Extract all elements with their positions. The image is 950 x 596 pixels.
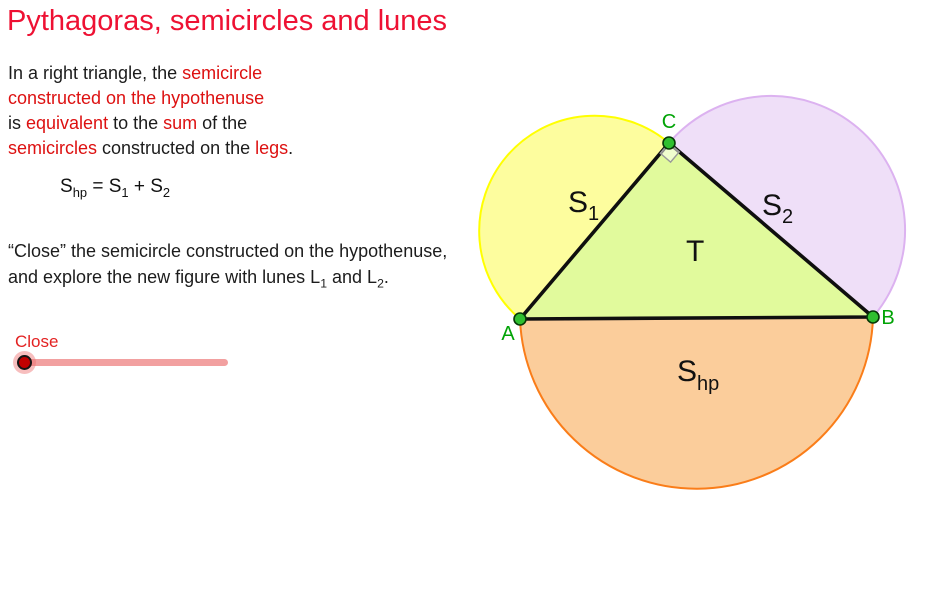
- point-label-b: B: [881, 307, 894, 329]
- close-slider-knob[interactable]: [17, 355, 32, 370]
- label-sub: hp: [697, 373, 719, 395]
- text-segment: In a right triangle, the: [8, 63, 183, 83]
- text-segment-red: equivalent: [26, 113, 109, 133]
- region-label-shp: Shp: [677, 355, 719, 395]
- formula-sub-hp: hp: [72, 184, 88, 200]
- close-slider-label: Close: [15, 332, 59, 351]
- semicircle-s2: [667, 94, 907, 319]
- formula-mid: + S: [128, 176, 163, 197]
- close-slider-track[interactable]: [18, 359, 228, 366]
- point-c[interactable]: [662, 136, 676, 150]
- formula-sub-2: 2: [162, 184, 171, 200]
- lune-sub-1: 1: [320, 276, 328, 291]
- theorem-formula: Shp = S1 + S2: [60, 176, 170, 200]
- point-label-c: C: [662, 111, 676, 133]
- theorem-text: In a right triangle, the semicircle cons…: [8, 61, 293, 161]
- formula-sub-1: 1: [121, 184, 129, 200]
- instruction-line-2: and explore the new figure with lunes L1…: [8, 264, 447, 297]
- text-segment: and L: [327, 267, 378, 287]
- text-segment: is: [8, 113, 26, 133]
- point-label-a: A: [501, 323, 515, 345]
- region-label-t: T: [686, 235, 704, 268]
- label-base: S: [762, 189, 782, 222]
- label-base: S: [568, 186, 588, 219]
- theorem-line-2: constructed on the hypothenuse: [8, 86, 293, 111]
- label-sub: 1: [588, 203, 599, 225]
- text-segment-red: constructed on the hypothenuse: [8, 88, 265, 108]
- triangle-t: [518, 141, 875, 321]
- lune-sub-2: 2: [377, 276, 384, 291]
- theorem-line-1: In a right triangle, the semicircle: [8, 61, 293, 86]
- text-segment: constructed on the: [97, 138, 256, 158]
- label-sub: 2: [782, 206, 793, 228]
- instruction-line-1: “Close” the semicircle constructed on th…: [8, 241, 448, 261]
- region-label-s1: S1: [568, 186, 599, 225]
- theorem-line-3: is equivalent to the sum of the: [8, 111, 293, 136]
- text-segment: .: [383, 267, 389, 287]
- text-segment-red: semicircle: [182, 63, 263, 83]
- text-segment-red: sum: [163, 113, 198, 133]
- point-b[interactable]: [866, 310, 880, 324]
- text-segment: to the: [108, 113, 164, 133]
- label-base: S: [677, 355, 697, 388]
- formula-base: S: [60, 176, 73, 197]
- text-segment-red: semicircles: [8, 138, 98, 158]
- instruction-text: “Close” the semicircle constructed on th…: [8, 238, 447, 297]
- semicircle-shp: [518, 315, 875, 490]
- theorem-line-4: semicircles constructed on the legs.: [8, 136, 293, 161]
- region-label-s2: S2: [762, 189, 793, 228]
- text-segment-red: legs: [255, 138, 289, 158]
- text-segment: of the: [197, 113, 248, 133]
- page-title: Pythagoras, semicircles and lunes: [7, 5, 448, 37]
- text-segment: .: [288, 138, 294, 158]
- text-segment: and explore the new figure with lunes L: [8, 267, 321, 287]
- formula-mid: = S: [87, 176, 122, 197]
- point-a[interactable]: [513, 312, 527, 326]
- semicircle-s1: [478, 114, 671, 321]
